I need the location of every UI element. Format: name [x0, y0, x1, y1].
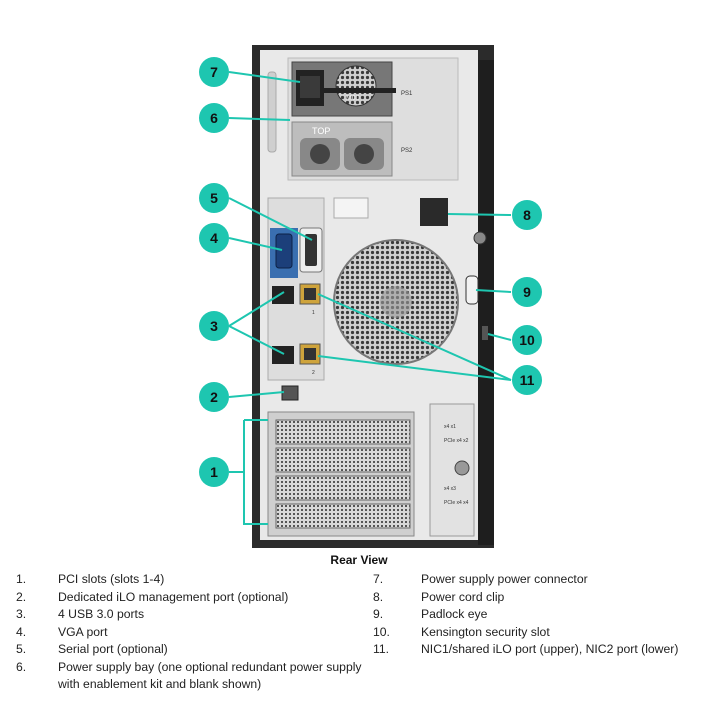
svg-text:1: 1 — [210, 464, 218, 480]
pci-slot-3[interactable] — [275, 475, 411, 501]
legend-right: 7. Power supply power connector 8. Power… — [373, 571, 703, 659]
pci-label-1: x4 x1 — [444, 424, 456, 430]
legend-text: VGA port — [58, 624, 108, 639]
legend-item: 2. Dedicated iLO management port (option… — [16, 589, 361, 607]
rear-io-panel: 1 2 — [267, 197, 325, 401]
legend-text: Padlock eye — [421, 607, 488, 621]
nic1-label: 1 — [312, 310, 315, 316]
callout-5: 5 — [199, 183, 229, 213]
legend-text: Power supply power connector — [421, 572, 588, 586]
svg-text:9: 9 — [523, 284, 531, 300]
callout-10: 10 — [512, 325, 542, 355]
legend-left: 1. PCI slots (slots 1-4) 2. Dedicated iL… — [16, 571, 362, 694]
legend-number: 4. — [16, 624, 27, 639]
callout-8: 8 — [512, 200, 542, 230]
legend-number: 2. — [16, 589, 27, 604]
legend-number: 7. — [373, 572, 384, 586]
legend-item: 11. NIC1/shared iLO port (upper), NIC2 p… — [373, 641, 703, 659]
legend-item: 4. VGA port — [16, 624, 361, 642]
kensington-slot[interactable] — [482, 326, 488, 340]
power-cord-clip-bar — [320, 88, 396, 93]
figure-caption: Rear View — [330, 553, 388, 567]
legend-item: 8. Power cord clip — [373, 589, 703, 607]
legend-text: Dedicated iLO management port (optional) — [58, 589, 289, 604]
server-rear-diagram: M00 TOP PS1 PS2 1 2 — [199, 45, 542, 548]
svg-text:4: 4 — [210, 230, 218, 246]
callout-11: 11 — [512, 365, 542, 395]
label-sticker — [333, 197, 369, 219]
legend-number: 10. — [373, 624, 390, 639]
svg-text:2: 2 — [210, 389, 218, 405]
ilo-management-port[interactable] — [281, 385, 299, 401]
pci-label-3: x4 x3 — [444, 486, 456, 492]
svg-text:8: 8 — [523, 207, 531, 223]
svg-text:7: 7 — [210, 64, 218, 80]
pci-slot-1[interactable] — [275, 419, 411, 445]
pci-slot-4[interactable] — [275, 503, 411, 529]
thumbscrew[interactable] — [473, 231, 487, 245]
legend-item: 10. Kensington security slot — [373, 624, 703, 642]
legend-item: 9. Padlock eye — [373, 606, 703, 624]
callout-6: 6 — [199, 103, 229, 133]
psu1-fan — [335, 65, 377, 107]
callout-1: 1 — [199, 457, 229, 487]
legend-number: 3. — [16, 607, 27, 621]
vga-port[interactable] — [275, 233, 293, 269]
legend-item: 5. Serial port (optional) — [16, 641, 361, 659]
legend-number: 1. — [16, 572, 27, 586]
legend-item: 1. PCI slots (slots 1-4) — [16, 571, 361, 589]
legend-text: Serial port (optional) — [58, 642, 168, 656]
usb-port-block-upper[interactable] — [272, 286, 294, 304]
legend-item: 6. Power supply bay (one optional redund… — [16, 659, 362, 694]
callout-9: 9 — [512, 277, 542, 307]
chassis-side-rail — [478, 60, 494, 545]
legend-item: 7. Power supply power connector — [373, 571, 703, 589]
legend-item: 3. 4 USB 3.0 ports — [16, 606, 361, 624]
psu1-model-text: M00 — [346, 95, 360, 102]
pci-slot-2[interactable] — [275, 447, 411, 473]
callout-7: 7 — [199, 57, 229, 87]
legend-text: PCI slots (slots 1-4) — [58, 572, 165, 586]
svg-text:3: 3 — [210, 318, 218, 334]
legend-text: NIC1/shared iLO port (upper), NIC2 port … — [421, 642, 679, 656]
svg-text:11: 11 — [520, 372, 535, 388]
power-supply-bay: M00 TOP PS1 PS2 — [267, 57, 459, 181]
psu2-top-text: TOP — [312, 126, 330, 136]
svg-text:6: 6 — [210, 110, 218, 126]
callout-4: 4 — [199, 223, 229, 253]
svg-text:5: 5 — [210, 190, 218, 206]
callouts: 7 6 5 4 3 2 1 8 9 10 11 — [199, 57, 542, 487]
psu1-label: PS1 — [401, 91, 413, 97]
callout-3: 3 — [199, 311, 229, 341]
pci-label-4: PCIe x4 x4 — [444, 500, 469, 506]
pci-slots: x4 x1 PCIe x4 x2 x4 x3 PCIe x4 x4 — [267, 403, 475, 537]
callout-2: 2 — [199, 382, 229, 412]
svg-text:10: 10 — [519, 332, 535, 348]
legend-number: 9. — [373, 607, 384, 621]
legend-text: Power supply bay (one optional redundant… — [58, 659, 362, 692]
leader-lines — [228, 71, 512, 525]
legend-text: Power cord clip — [421, 589, 505, 604]
legend-text: 4 USB 3.0 ports — [58, 607, 145, 621]
rear-fan-hub — [380, 286, 412, 318]
nic2-label: 2 — [312, 370, 315, 376]
legend-number: 11. — [373, 642, 390, 656]
pci-thumbscrew[interactable] — [454, 460, 470, 476]
psu2-label: PS2 — [401, 148, 413, 154]
power-cord-clip[interactable] — [420, 198, 448, 226]
legend-number: 8. — [373, 589, 384, 604]
legend-number: 5. — [16, 642, 27, 656]
legend-text: Kensington security slot — [421, 624, 550, 639]
legend-number: 6. — [16, 659, 27, 674]
pci-label-2: PCIe x4 x2 — [444, 438, 469, 444]
